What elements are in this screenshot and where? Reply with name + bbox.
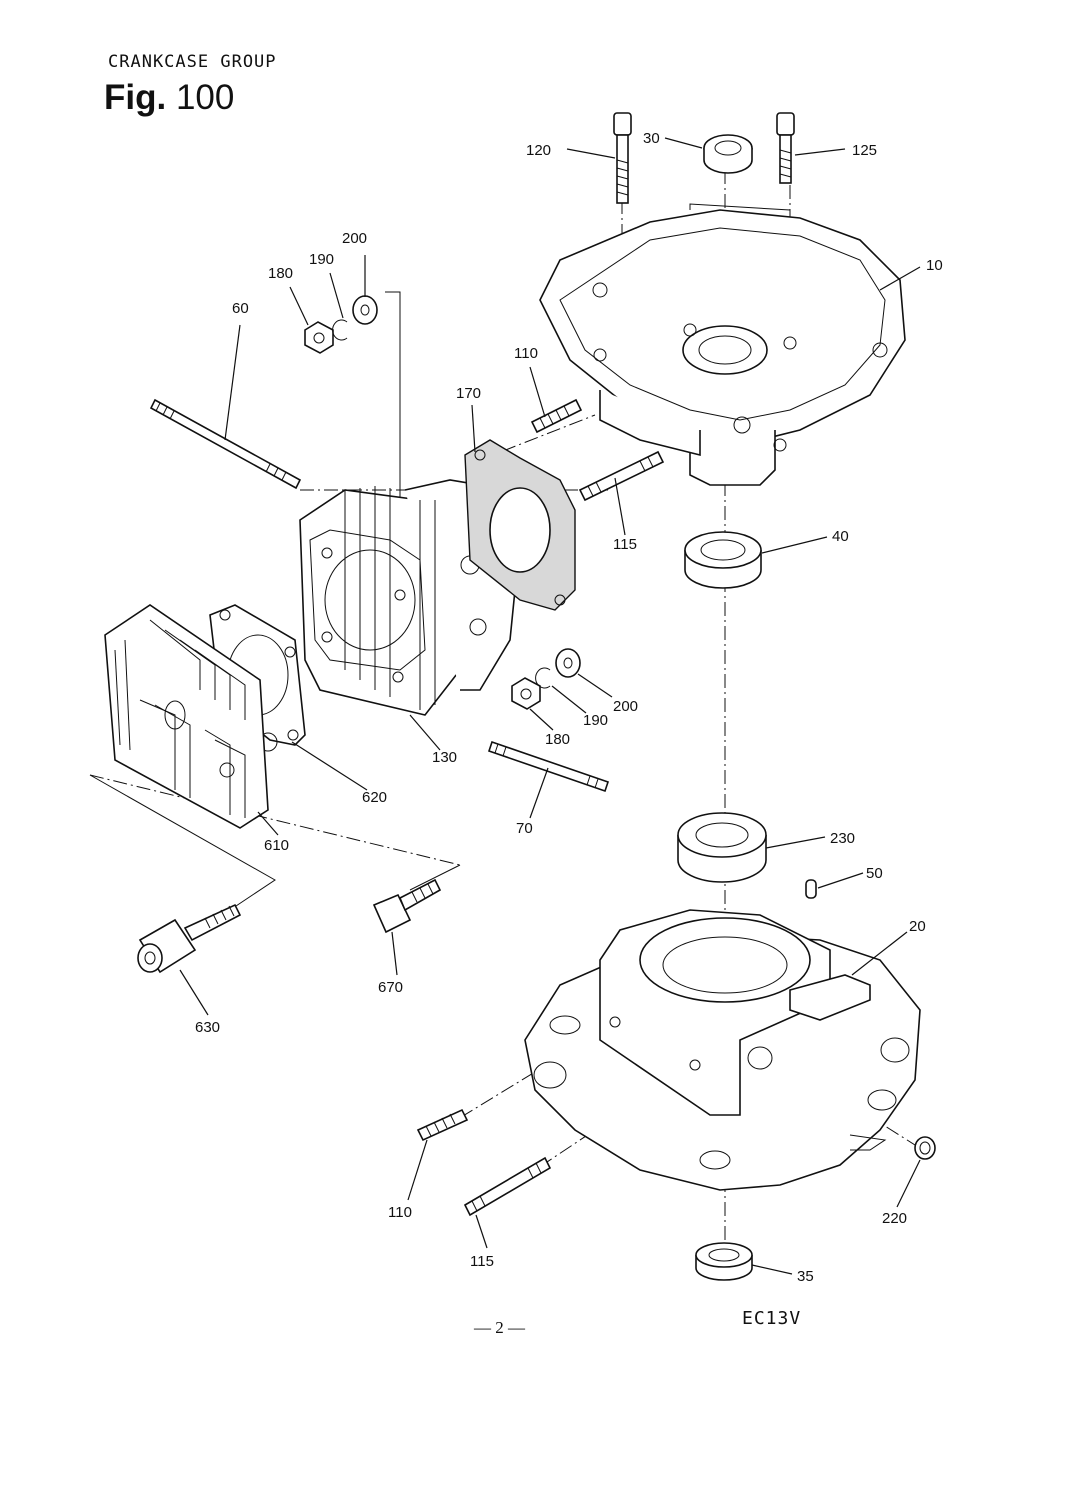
bolt-630 xyxy=(137,903,242,974)
ball-bearing-40 xyxy=(684,531,762,589)
label-110-upper: 110 xyxy=(514,345,538,362)
stud-110-upper xyxy=(530,398,583,434)
label-20: 20 xyxy=(909,918,926,935)
page-number: — 2 — xyxy=(474,1318,525,1337)
leader-60 xyxy=(224,324,241,441)
leader-70 xyxy=(529,767,549,819)
head-bracket-left xyxy=(89,774,276,911)
nut-180-lower xyxy=(511,677,541,710)
leader-110-upper xyxy=(529,366,546,418)
label-115-lower: 115 xyxy=(470,1253,494,1270)
label-50: 50 xyxy=(866,865,883,882)
washer-200-upper xyxy=(352,295,378,325)
label-30: 30 xyxy=(643,130,660,147)
label-200-lower: 200 xyxy=(613,698,638,715)
label-190-lower: 190 xyxy=(583,712,608,729)
leader-190-lower xyxy=(551,685,587,714)
leader-220 xyxy=(896,1159,921,1208)
leader-125 xyxy=(794,148,846,156)
head-axis-line xyxy=(89,774,461,866)
label-60: 60 xyxy=(232,300,249,317)
leader-110-lower xyxy=(407,1139,428,1201)
stud-115-upper xyxy=(578,450,665,502)
group-title: CRANKCASE GROUP xyxy=(108,52,277,72)
leader-170 xyxy=(471,404,476,453)
leader-190-upper xyxy=(329,272,344,319)
label-610: 610 xyxy=(264,837,289,854)
label-130: 130 xyxy=(432,749,457,766)
stud-115-lower xyxy=(463,1156,552,1217)
figure-prefix: Fig. xyxy=(104,78,167,117)
leader-50 xyxy=(817,872,864,889)
label-620: 620 xyxy=(362,789,387,806)
washer-200-lower xyxy=(555,648,581,678)
cylinder-head xyxy=(104,604,269,829)
label-10: 10 xyxy=(926,257,943,274)
label-35: 35 xyxy=(797,1268,814,1285)
plug-220 xyxy=(914,1136,936,1160)
label-40: 40 xyxy=(832,528,849,545)
label-670: 670 xyxy=(378,979,403,996)
nut-bracket-upper xyxy=(385,291,401,500)
leader-180-lower xyxy=(529,708,554,731)
leader-10 xyxy=(879,266,921,291)
dowel-pin-50 xyxy=(805,879,817,899)
bolt-bracket-top xyxy=(689,203,791,211)
ball-bearing-230 xyxy=(677,812,767,883)
leader-620 xyxy=(291,741,368,791)
label-180-lower: 180 xyxy=(545,731,570,748)
head-bracket-right xyxy=(409,864,461,891)
bolt-120 xyxy=(613,112,632,204)
bolt-670 xyxy=(372,878,442,934)
label-170: 170 xyxy=(456,385,481,402)
label-200-upper: 200 xyxy=(342,230,367,247)
leader-115-upper xyxy=(614,477,626,536)
stud-70 xyxy=(487,740,610,793)
label-125: 125 xyxy=(852,142,877,159)
bolt-125 xyxy=(776,112,795,184)
leader-200-lower xyxy=(577,673,613,698)
leader-670 xyxy=(391,931,398,976)
figure-number: 100 xyxy=(175,78,235,117)
leader-230 xyxy=(765,836,826,849)
nut-180-upper xyxy=(304,321,334,354)
leader-630 xyxy=(179,969,209,1016)
gasket-170 xyxy=(464,439,576,611)
leader-130 xyxy=(409,714,441,751)
oil-seal-30 xyxy=(703,134,753,174)
figure-title: Fig. 100 xyxy=(104,78,234,118)
model-code: EC13V xyxy=(742,1308,802,1329)
leader-35 xyxy=(751,1264,793,1275)
leader-20 xyxy=(851,931,908,976)
leader-120 xyxy=(566,148,616,159)
stud-60 xyxy=(149,398,302,490)
leader-610 xyxy=(257,811,279,836)
label-630: 630 xyxy=(195,1019,220,1036)
label-190-upper: 190 xyxy=(309,251,334,268)
leader-30 xyxy=(664,137,703,149)
label-120: 120 xyxy=(526,142,551,159)
label-220: 220 xyxy=(882,1210,907,1227)
label-115-upper: 115 xyxy=(613,536,637,553)
stud-110-lower xyxy=(416,1108,469,1142)
label-230: 230 xyxy=(830,830,855,847)
leader-115-lower xyxy=(475,1214,488,1249)
label-110-lower: 110 xyxy=(388,1204,412,1221)
crankcase-lower xyxy=(524,909,921,1191)
oil-seal-35 xyxy=(695,1242,753,1281)
lock-washer-190-lower xyxy=(535,667,551,689)
lock-washer-190-upper xyxy=(332,319,348,341)
label-70: 70 xyxy=(516,820,533,837)
label-180-upper: 180 xyxy=(268,265,293,282)
crankcase-upper xyxy=(539,209,906,486)
leader-40 xyxy=(761,536,828,554)
leader-180-upper xyxy=(289,286,309,326)
stud-110-axis xyxy=(479,414,596,461)
